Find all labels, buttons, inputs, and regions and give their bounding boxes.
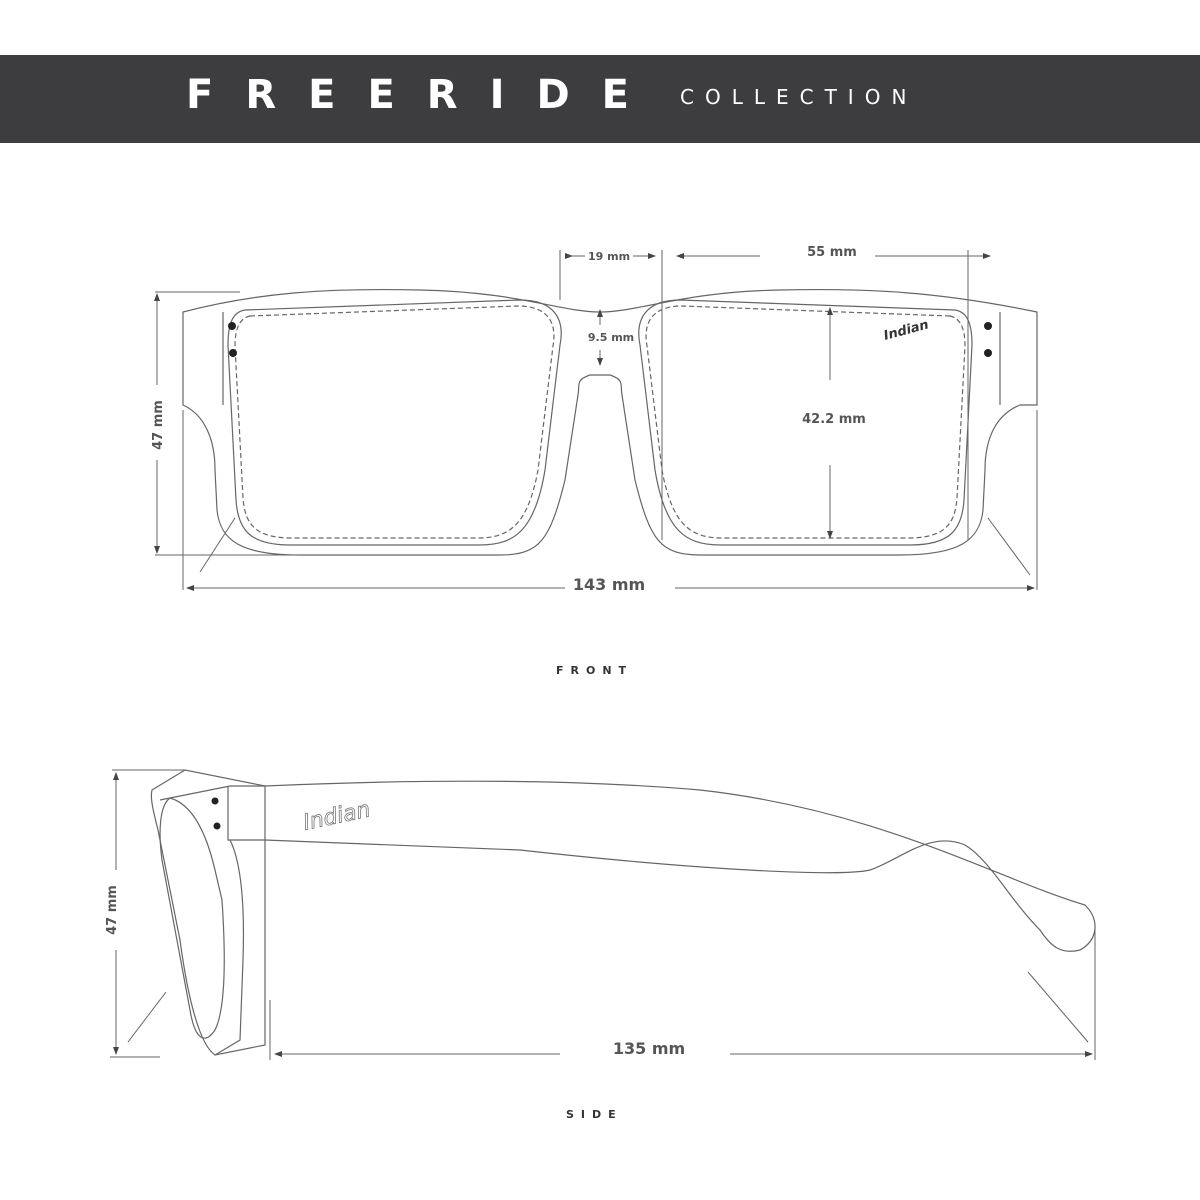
- lens-width-dimension: 55 mm: [807, 245, 857, 260]
- lens-height-dimension: 42.2 mm: [802, 412, 866, 427]
- right-lens-inner: [638, 299, 973, 546]
- bridge-height-dimension: 9.5 mm: [588, 331, 634, 344]
- frame-height-dimension: 47 mm: [151, 400, 166, 450]
- bridge-dimension: 19 mm: [588, 250, 630, 263]
- left-lens-inner: [227, 299, 562, 546]
- front-caption: FRONT: [556, 664, 634, 677]
- side-view: [150, 769, 1096, 1056]
- collection-title: FREERIDE: [186, 72, 661, 118]
- side-frame-height-dimension: 47 mm: [105, 885, 120, 935]
- side-caption: SIDE: [566, 1108, 623, 1121]
- front-view: [182, 288, 1038, 556]
- header-banner: [0, 55, 1200, 143]
- total-width-dimension: 143 mm: [573, 575, 645, 594]
- frame-outline: [182, 288, 1038, 556]
- side-front-piece: [150, 769, 266, 1056]
- front-rivets: [228, 322, 992, 357]
- temple-arm: [264, 780, 1096, 952]
- side-rivets: [211, 797, 221, 830]
- side-logo: Indian: [301, 797, 373, 836]
- temple-length-dimension: 135 mm: [613, 1039, 685, 1058]
- front-logo: Indian: [882, 317, 930, 343]
- collection-subtitle: COLLECTION: [680, 85, 918, 109]
